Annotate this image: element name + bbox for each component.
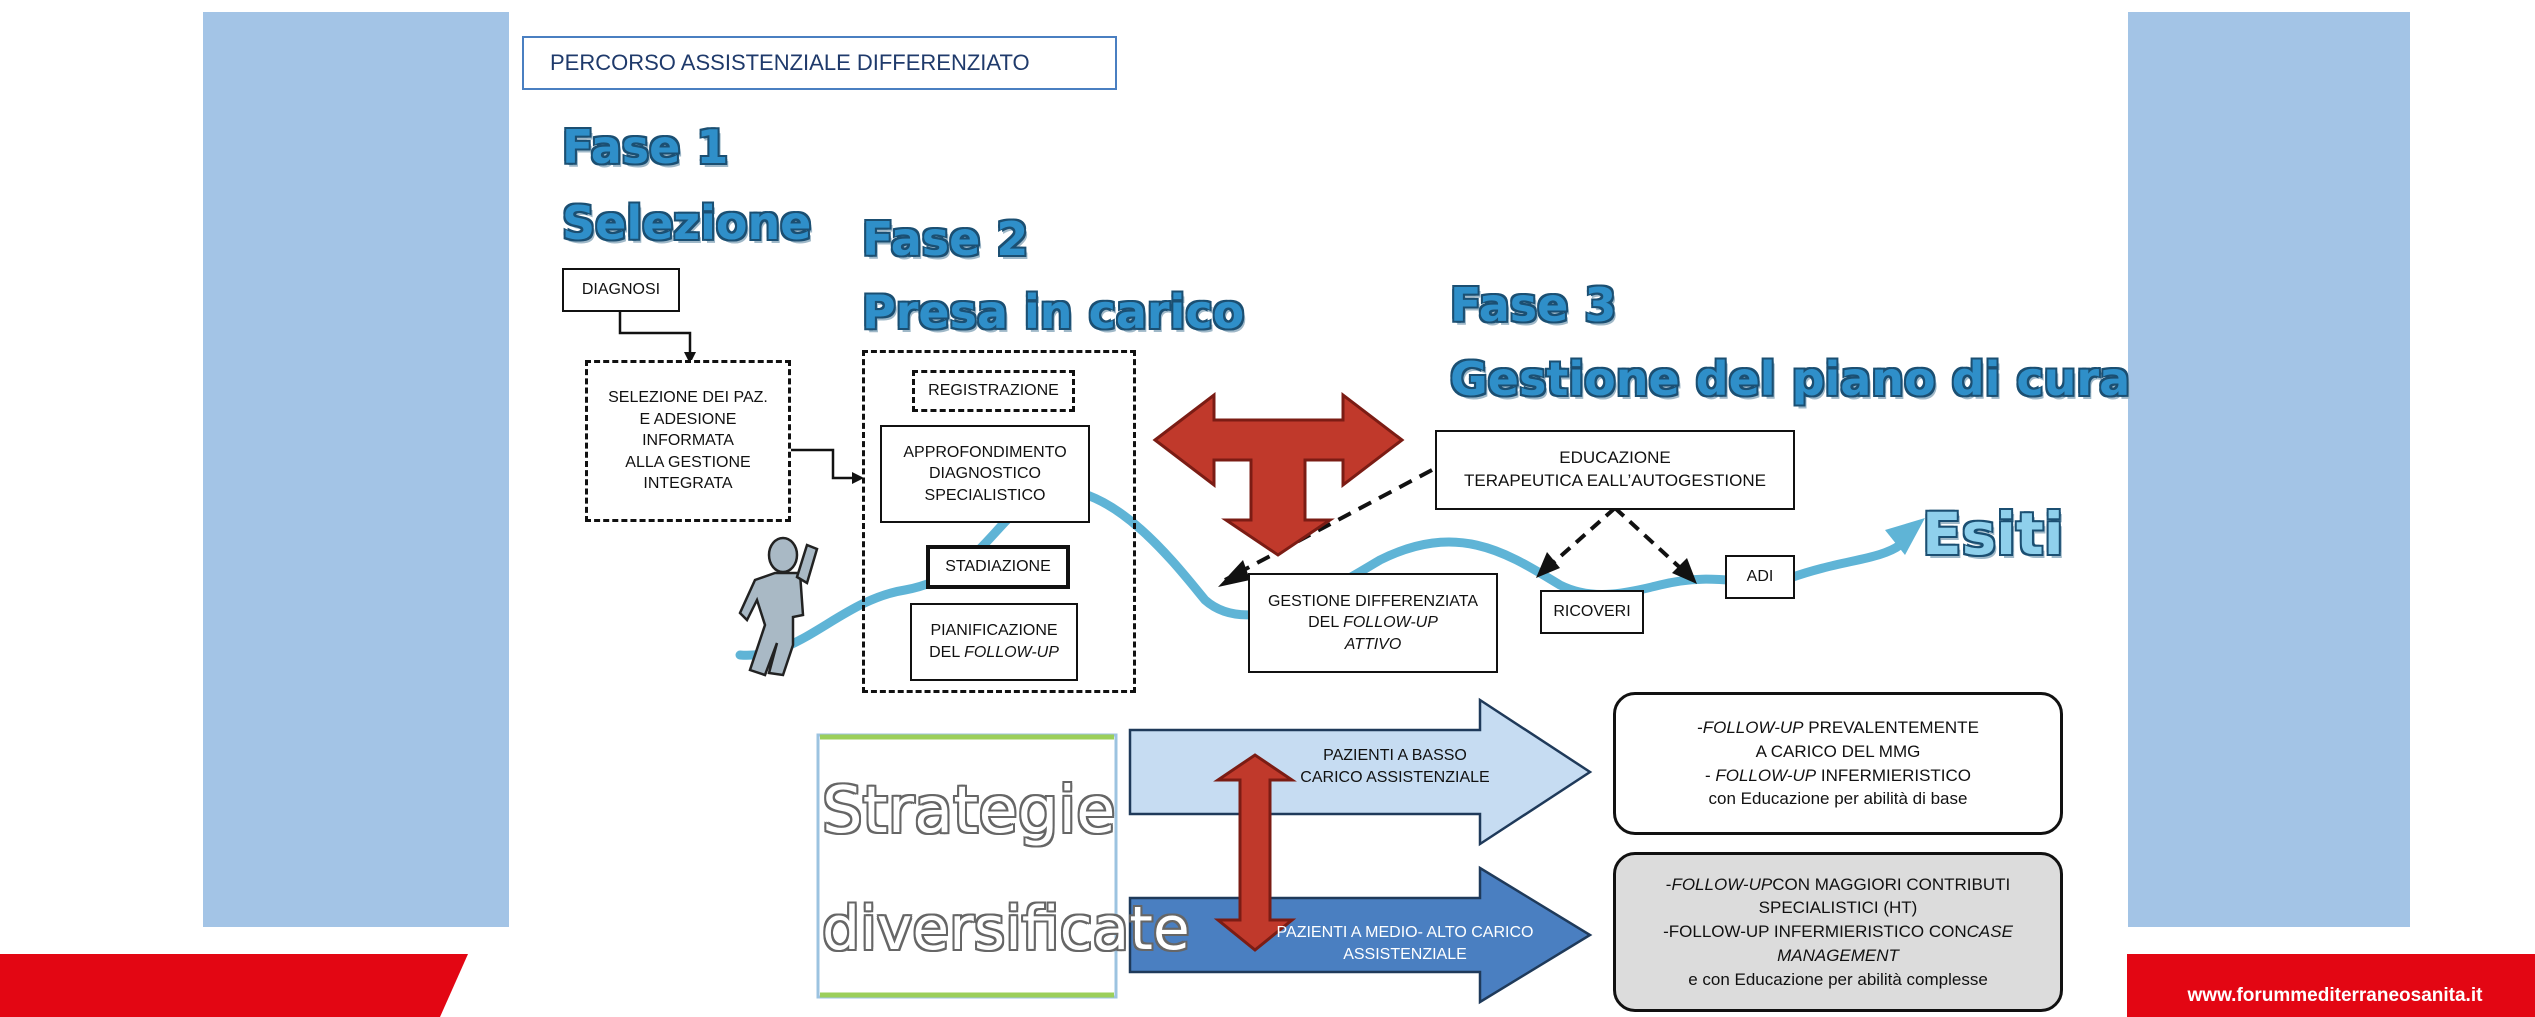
fase2-label: Fase 2 [862, 212, 1029, 266]
basso-l3-rest: INFERMIERISTICO [1816, 765, 1972, 785]
ricoveri-box: RICOVERI [1540, 590, 1644, 634]
selezione-line: INTEGRATA [643, 475, 733, 493]
medio-l3-prefix: -FOLLOW-UP INFERMIERISTICO CON [1663, 922, 1967, 942]
stadiazione-label: STADIAZIONE [945, 558, 1051, 576]
header-title: PERCORSO ASSISTENZIALE DIFFERENZIATO [550, 50, 1030, 76]
selezione-line: E ADESIONE [639, 410, 737, 428]
strategie-line2: diversificate [822, 894, 1190, 964]
medio-line3: -FOLLOW-UP INFERMIERISTICO CONCASE [1663, 920, 2013, 944]
medio-l3-italic: CASE [1966, 922, 2013, 942]
educazione-line: TERAPEUTICA EALL’AUTOGESTIONE [1464, 471, 1766, 490]
medio-l1-italic: FOLLOW-UP [1671, 874, 1773, 894]
basso-l1-prefix: - [1697, 717, 1703, 737]
medio-line1: -FOLLOW-UPCON MAGGIORI CONTRIBUTI [1666, 873, 2010, 897]
medio-alto-carico-box: -FOLLOW-UPCON MAGGIORI CONTRIBUTI SPECIA… [1613, 852, 2063, 1012]
pianificazione-line: PIANIFICAZIONE [930, 622, 1058, 640]
medio-l1-rest: CON MAGGIORI CONTRIBUTI [1772, 874, 2011, 894]
basso-arrow-label: PAZIENTI A BASSO CARICO ASSISTENZIALE [1235, 745, 1555, 790]
adi-box: ADI [1725, 555, 1795, 599]
basso-line1: -FOLLOW-UP PREVALENTEMENTE [1697, 716, 1979, 740]
medio-line5: e con Educazione per abilità complesse [1688, 969, 1988, 989]
basso-l1-rest: PREVALENTEMENTE [1803, 717, 1979, 737]
selezione-box: SELEZIONE DEI PAZ. E ADESIONE INFORMATA … [585, 360, 791, 522]
walking-person-icon [738, 536, 819, 677]
educazione-line: EDUCAZIONE [1559, 448, 1671, 468]
pianificazione-line2: DEL FOLLOW-UP [929, 642, 1059, 664]
basso-carico-box: -FOLLOW-UP PREVALENTEMENTE A CARICO DEL … [1613, 692, 2063, 835]
medio-arrow-label: PAZIENTI A MEDIO- ALTO CARICO ASSISTENZI… [1240, 922, 1570, 967]
gestione-line2: DEL FOLLOW-UP [1308, 612, 1438, 634]
educazione-box: EDUCAZIONE TERAPEUTICA EALL’AUTOGESTIONE [1435, 430, 1795, 510]
basso-l1-italic: FOLLOW-UP [1702, 717, 1804, 737]
gestione-differenziata-box: GESTIONE DIFFERENZIATA DEL FOLLOW-UP ATT… [1248, 573, 1498, 673]
fase1-label: Fase 1 [562, 120, 729, 174]
basso-line3: - FOLLOW-UP INFERMIERISTICO [1705, 764, 1971, 788]
diagnosi-label: DIAGNOSI [581, 281, 661, 299]
gestione-prefix: DEL [1308, 614, 1339, 632]
stadiazione-box: STADIAZIONE [926, 545, 1070, 589]
gestione-line: GESTIONE DIFFERENZIATA [1267, 592, 1479, 610]
approfondimento-box: APPROFONDIMENTO DIAGNOSTICO SPECIALISTIC… [880, 425, 1090, 523]
fase3-subtitle: Gestione del piano di cura [1450, 352, 2131, 406]
presa-in-carico-container [862, 350, 1136, 693]
medio-arrow-line: ASSISTENZIALE [1343, 946, 1467, 964]
red-t-arrow [1152, 391, 1405, 557]
pianificazione-box: PIANIFICAZIONE DEL FOLLOW-UP [910, 603, 1078, 681]
left-blue-panel [203, 12, 509, 927]
basso-line2: A CARICO DEL MMG [1755, 741, 1921, 761]
gestione-italic: FOLLOW-UP [1343, 614, 1438, 632]
medio-l1-prefix: - [1665, 874, 1672, 894]
approfondimento-line: DIAGNOSTICO [928, 465, 1041, 483]
strategie-title: Strategie diversificate [822, 752, 1190, 988]
basso-l3-italic: FOLLOW-UP [1715, 765, 1817, 785]
registrazione-label: REGISTRAZIONE [928, 382, 1059, 400]
esiti-label: Esiti [1922, 500, 2064, 568]
right-blue-panel [2128, 12, 2410, 927]
adi-label: ADI [1746, 568, 1774, 586]
header-box: PERCORSO ASSISTENZIALE DIFFERENZIATO [522, 36, 1117, 90]
medio-arrow-line: PAZIENTI A MEDIO- ALTO CARICO [1276, 924, 1534, 941]
gestione-line3: ATTIVO [1344, 635, 1402, 653]
footer-red-band [0, 954, 2535, 1017]
medio-line2: SPECIALISTICI (HT) [1758, 898, 1918, 918]
fase3-label: Fase 3 [1450, 278, 1617, 332]
approfondimento-line: SPECIALISTICO [924, 486, 1046, 504]
diagnosi-box: DIAGNOSI [562, 268, 680, 312]
basso-arrow-line: CARICO ASSISTENZIALE [1300, 769, 1490, 787]
fase2-subtitle: Presa in carico [862, 285, 1245, 339]
basso-line4: con Educazione per abilità di base [1708, 789, 1968, 809]
basso-l3-prefix: - [1704, 765, 1716, 785]
selezione-line: ALLA GESTIONE [625, 453, 751, 471]
ricoveri-label: RICOVERI [1553, 603, 1631, 621]
medio-line4: MANAGEMENT [1777, 945, 1899, 965]
strategie-line1: Strategie [822, 774, 1116, 848]
selezione-line: SELEZIONE DEI PAZ. [608, 389, 768, 407]
fase1-subtitle: Selezione [562, 196, 812, 250]
pianificazione-italic: FOLLOW-UP [964, 644, 1059, 661]
approfondimento-line: APPROFONDIMENTO [903, 443, 1067, 461]
footer-url[interactable]: www.forummediterraneosanita.it [2187, 985, 2483, 1006]
registrazione-box: REGISTRAZIONE [912, 370, 1075, 412]
selezione-line: INFORMATA [642, 432, 734, 450]
basso-arrow-line: PAZIENTI A BASSO [1323, 747, 1467, 764]
pianificazione-prefix: DEL [929, 644, 965, 661]
